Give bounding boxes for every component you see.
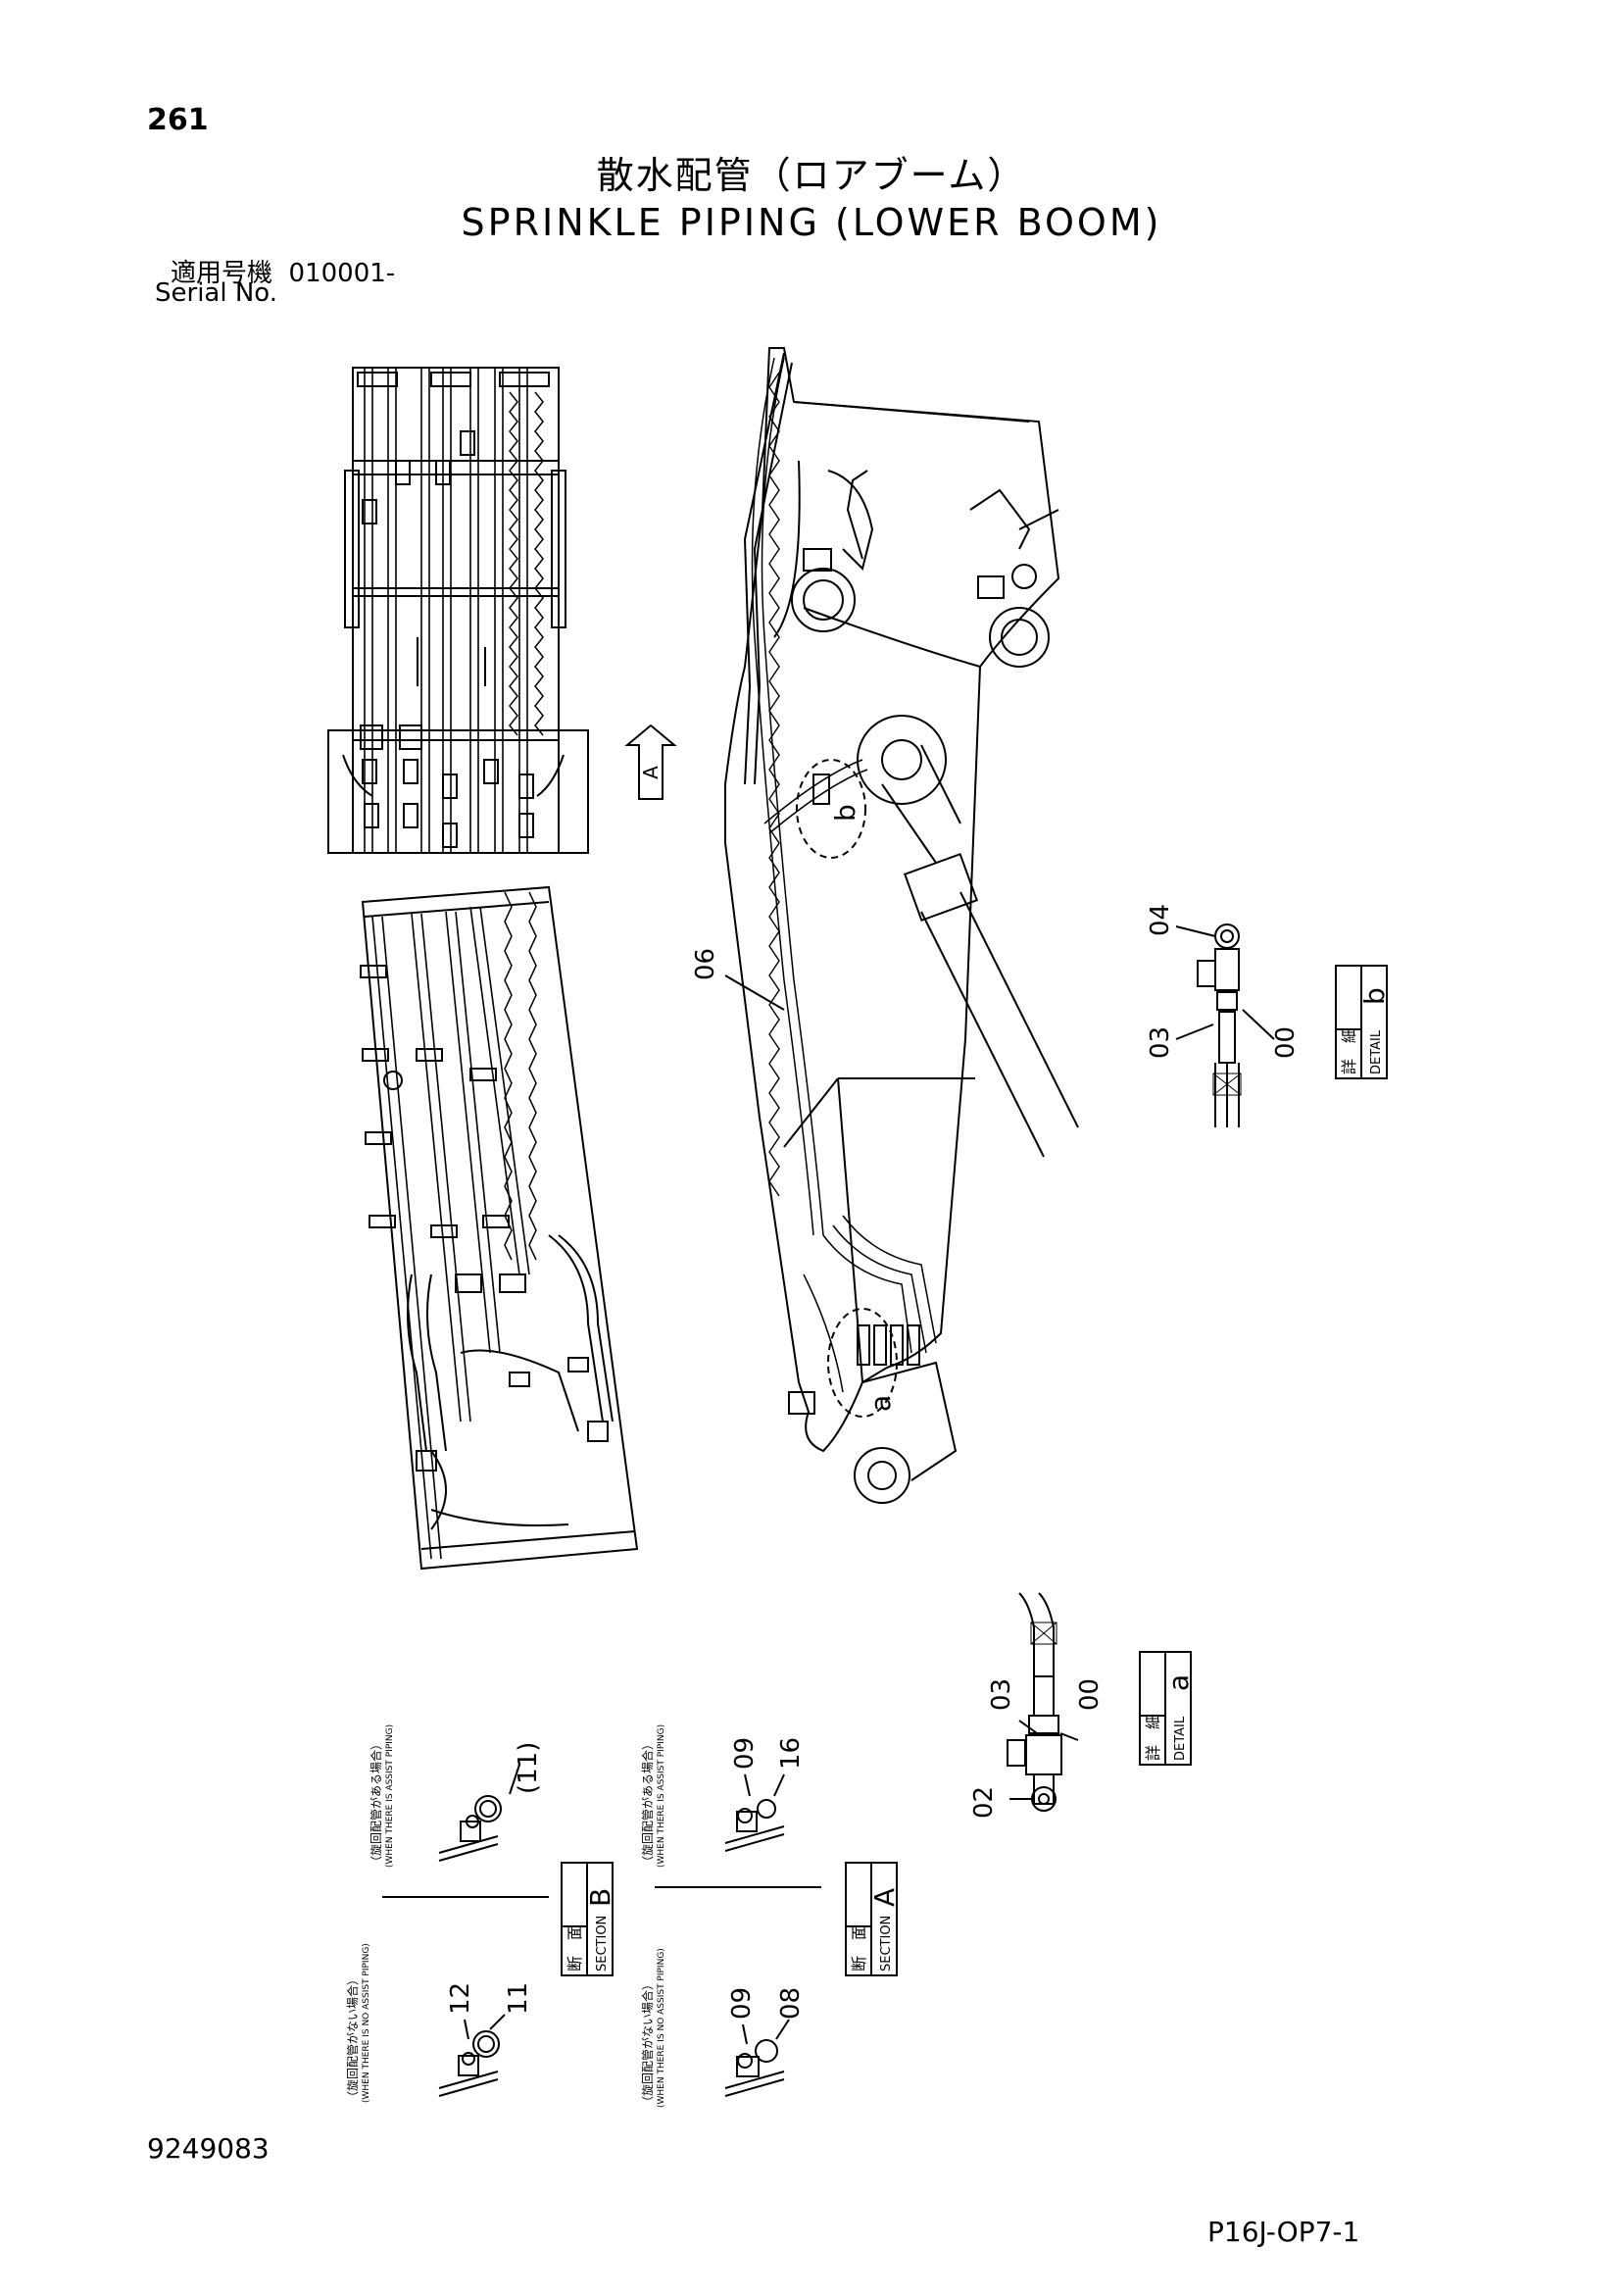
section-a-without-caption-en: (WHEN THERE IS NO ASSIST PIPING) <box>657 1948 666 2108</box>
document-number: 9249083 <box>147 2132 270 2165</box>
page-number: 261 <box>147 103 209 137</box>
detail-a-label-en: DETAIL <box>1173 1716 1188 1761</box>
title-japanese: 散水配管（ロアブーム） <box>596 154 1027 197</box>
boom-base-view <box>360 885 639 1571</box>
section-a-part-08: 08 <box>776 1987 806 2020</box>
section-a-letter: A <box>868 1888 901 1907</box>
section-b-label-en: SECTION <box>595 1916 610 1972</box>
section-a-with-caption-en: (WHEN THERE IS ASSIST PIPING) <box>657 1724 666 1868</box>
section-a-label-en: SECTION <box>879 1916 894 1972</box>
boom-main-view <box>724 347 1079 1504</box>
boom-top-view <box>327 367 589 854</box>
view-arrow <box>624 724 677 800</box>
detail-a-drawing <box>1007 1592 1192 1812</box>
detail-b-letter: b <box>1358 987 1391 1005</box>
detail-a-letter: a <box>1162 1674 1195 1691</box>
page-code: P16J-OP7-1 <box>1207 2216 1360 2248</box>
detail-b-label-jp: 詳 細 <box>1340 1027 1358 1074</box>
detail-b-part-03: 03 <box>1146 1026 1175 1059</box>
section-a-part-16: 16 <box>776 1737 806 1770</box>
callout-06: 06 <box>691 948 720 980</box>
detail-b-part-00: 00 <box>1271 1026 1301 1059</box>
section-b-with-caption-jp: （旋回配管がある場合） <box>369 1738 383 1868</box>
detail-a-part-00: 00 <box>1075 1678 1105 1711</box>
detail-b-drawing <box>1175 923 1388 1127</box>
section-b-without-caption-jp: （旋回配管がない場合） <box>345 1973 360 2103</box>
section-a-label-jp: 断 面 <box>850 1924 868 1972</box>
section-b-with-caption-en: (WHEN THERE IS ASSIST PIPING) <box>385 1724 395 1868</box>
section-b-part-11: 11 <box>504 1982 533 2015</box>
section-b-drawing <box>382 1764 614 2097</box>
section-b-letter: B <box>584 1888 616 1907</box>
section-a-part-09: 09 <box>730 1737 760 1770</box>
detail-b-part-04: 04 <box>1146 904 1175 936</box>
detail-b-label-en: DETAIL <box>1369 1029 1384 1074</box>
title-english: SPRINKLE PIPING (LOWER BOOM) <box>461 201 1162 244</box>
section-a-drawing <box>655 1773 898 2097</box>
serial-label-en: Serial No. <box>155 278 277 308</box>
detail-a-part-02: 02 <box>969 1786 999 1819</box>
serial-value: 010001- <box>288 259 396 288</box>
section-a-without-caption-jp: （旋回配管がない場合） <box>640 1978 655 2108</box>
section-a-part-09b: 09 <box>727 1987 757 2020</box>
section-b-part-11-paren: (11) <box>514 1742 543 1794</box>
serial-line: 適用号機 010001- <box>171 253 395 289</box>
detail-a-part-03: 03 <box>987 1678 1016 1711</box>
section-b-without-caption-en: (WHEN THERE IS NO ASSIST PIPING) <box>362 1943 371 2103</box>
callout-a: a <box>864 1395 897 1412</box>
section-b-part-12: 12 <box>446 1982 475 2015</box>
section-b-label-jp: 断 面 <box>566 1924 584 1972</box>
detail-a-label-jp: 詳 細 <box>1144 1714 1162 1761</box>
serial-label-jp: 適用号機 <box>171 259 273 288</box>
view-arrow-label: A <box>639 766 663 779</box>
callout-b: b <box>829 804 861 822</box>
section-a-with-caption-jp: （旋回配管がある場合） <box>640 1738 655 1868</box>
